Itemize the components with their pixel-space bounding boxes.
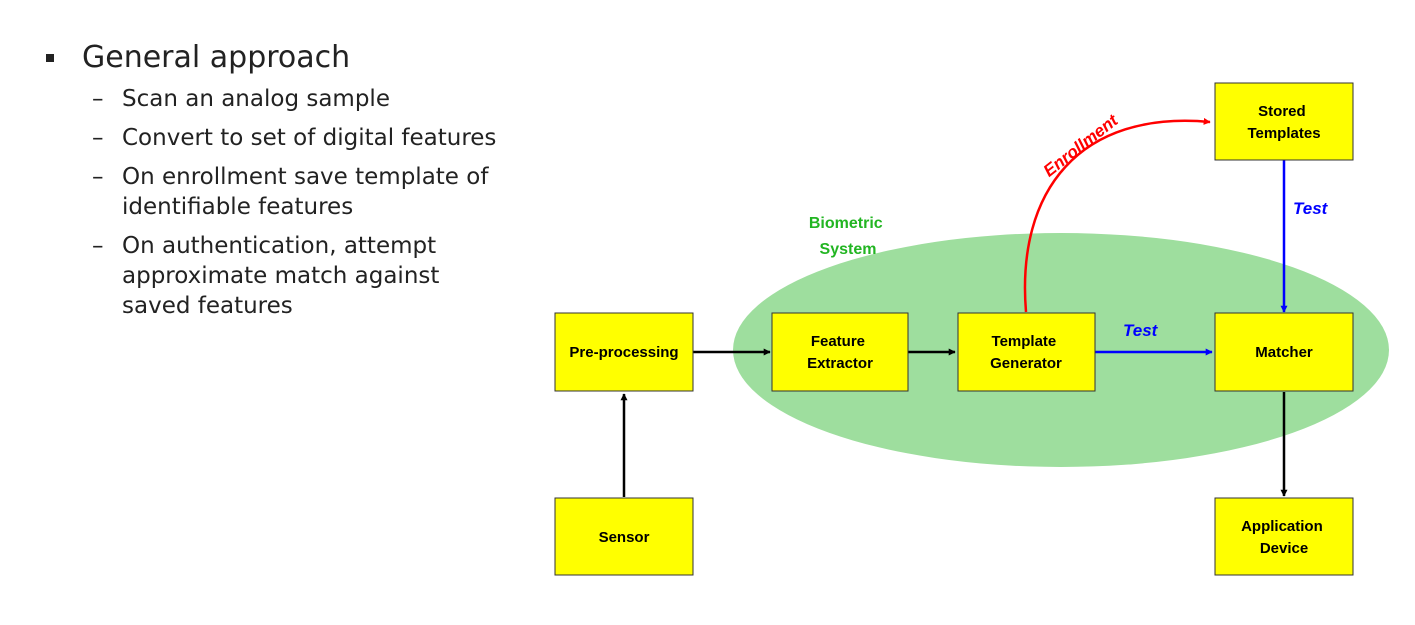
- node-label: Template Generator: [990, 333, 1062, 372]
- node-box: [771, 312, 909, 392]
- node-label: Sensor: [599, 529, 650, 546]
- sub-bullet-text: On authentication, attempt approximate m…: [122, 233, 440, 319]
- node-sensor: Sensor: [554, 497, 694, 576]
- node-label-line: Application: [1241, 518, 1323, 535]
- node-label-line: Generator: [990, 355, 1062, 372]
- sub-bullet: – Scan an analog sample: [44, 84, 604, 114]
- node-feature-extractor: Feature Extractor: [771, 312, 909, 392]
- node-label-line: Device: [1260, 540, 1308, 557]
- sub-bullet: – On enrollment save template of identif…: [44, 162, 542, 222]
- node-label: Pre-processing: [569, 344, 678, 361]
- node-label: Feature Extractor: [807, 333, 873, 372]
- edge-enrollment: [1023, 117, 1211, 313]
- node-pre-processing: Pre-processing: [554, 312, 694, 392]
- node-box: [554, 312, 694, 392]
- node-label-line: Templates: [1247, 125, 1320, 142]
- node-label-line: Extractor: [807, 355, 873, 372]
- dash-bullet-icon: –: [92, 164, 104, 190]
- test-label-generator: Test: [1123, 321, 1159, 340]
- sub-bullet-text: On enrollment save template of identifia…: [122, 164, 489, 220]
- dash-bullet-icon: –: [92, 233, 104, 259]
- node-template-generator: Template Generator: [957, 312, 1096, 392]
- node-label-line: Feature: [811, 333, 865, 350]
- sub-bullet: – On authentication, attempt approximate…: [44, 231, 502, 321]
- node-box: [957, 312, 1096, 392]
- dash-bullet-icon: –: [92, 86, 104, 112]
- sub-bullet-text: Convert to set of digital features: [122, 125, 497, 151]
- biometric-system-label-line: Biometric: [809, 215, 883, 232]
- node-box: [1214, 312, 1354, 392]
- sub-bullet: – Convert to set of digital features: [44, 123, 604, 153]
- node-stored-templates: Stored Templates: [1214, 82, 1354, 161]
- sub-bullet-list: – Scan an analog sample – Convert to set…: [44, 84, 604, 321]
- node-box: [1214, 82, 1354, 161]
- bullet-list: General approach – Scan an analog sample…: [44, 38, 604, 330]
- node-label-line: Template: [992, 333, 1057, 350]
- node-box: [1214, 497, 1354, 576]
- test-label-stored: Test: [1293, 199, 1329, 218]
- biometric-system-label: Biometric System: [809, 215, 887, 258]
- node-label: Stored Templates: [1247, 103, 1320, 142]
- node-label: Application Device: [1241, 518, 1327, 557]
- node-label-line: Sensor: [599, 529, 650, 546]
- node-application-device: Application Device: [1214, 497, 1354, 576]
- bullet-heading-text: General approach: [82, 40, 351, 75]
- node-label-line: Pre-processing: [569, 344, 678, 361]
- node-label-line: Matcher: [1255, 344, 1313, 361]
- enrollment-label: Enrollment: [1040, 110, 1123, 180]
- biometric-system-label-line: System: [820, 241, 877, 258]
- node-matcher: Matcher: [1214, 312, 1354, 392]
- node-label: Matcher: [1255, 344, 1313, 361]
- node-box: [554, 497, 694, 576]
- bullet-heading: General approach: [44, 38, 604, 78]
- sub-bullet-text: Scan an analog sample: [122, 86, 390, 112]
- dash-bullet-icon: –: [92, 125, 104, 151]
- square-bullet-icon: [46, 54, 54, 62]
- node-label-line: Stored: [1258, 103, 1306, 120]
